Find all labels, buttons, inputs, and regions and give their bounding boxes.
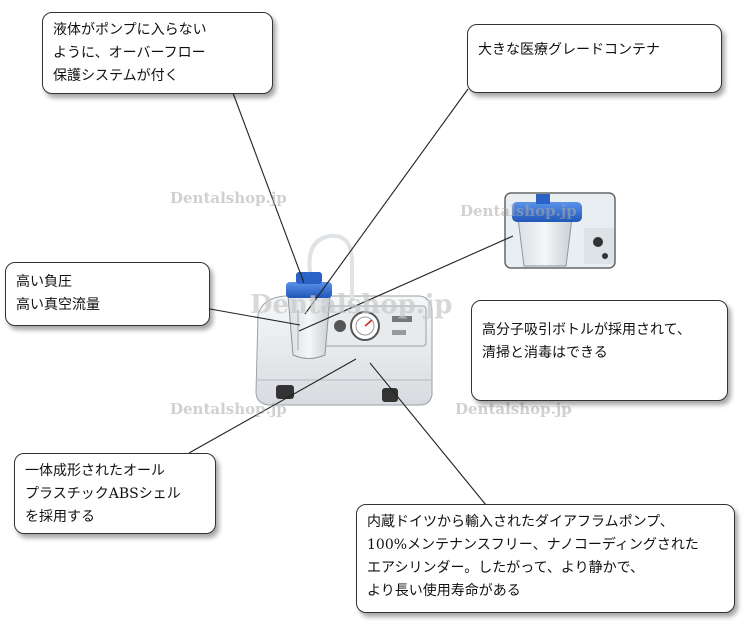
callout-text: 大きな医療グレードコンテナ <box>478 42 660 58</box>
callout-medical-container: 大きな医療グレードコンテナ <box>467 24 722 93</box>
leader-container <box>304 88 469 315</box>
watermark: Dentalshop.jp <box>250 290 453 320</box>
callout-text: 清掃と消毒はできる <box>482 345 608 361</box>
collection-jar <box>286 233 354 359</box>
watermark: Dentalshop.jp <box>170 189 287 207</box>
callout-abs-shell: 一体成形されたオール プラスチックABSシェル を採用する <box>14 453 216 534</box>
watermark: Dentalshop.jp <box>460 202 577 220</box>
callout-text: エアシリンダー。したがって、より静かで、 <box>367 560 645 576</box>
callout-text: 保護システムが付く <box>53 68 179 84</box>
leader-shell <box>188 358 357 454</box>
leader-bottle <box>298 235 514 332</box>
callout-high-vacuum: 高い負圧 高い真空流量 <box>5 262 210 326</box>
callout-text: を採用する <box>25 509 95 525</box>
callout-text: より長い使用寿命がある <box>367 583 521 599</box>
leader-overflow <box>232 92 305 284</box>
callout-diaphragm-pump: 内蔵ドイツから輸入されたダイアフラムポンプ、 100%メンテナンスフリー、ナノコ… <box>356 504 735 613</box>
callout-text: 内蔵ドイツから輸入されたダイアフラムポンプ、 <box>367 514 674 530</box>
callout-text: ように、オーバーフロー <box>53 45 206 61</box>
callout-polymer-bottle: 高分子吸引ボトルが採用されて、 清掃と消毒はできる <box>471 300 728 401</box>
callout-text: 高い負圧 <box>16 274 72 290</box>
callout-text: プラスチックABSシェル <box>25 486 181 502</box>
watermark: Dentalshop.jp <box>455 400 572 418</box>
leader-vacuum <box>209 308 301 326</box>
callout-overflow-protection: 液体がポンプに入らない ように、オーバーフロー 保護システムが付く <box>42 12 273 94</box>
leader-pump <box>369 362 487 506</box>
callout-text: 高い真空流量 <box>16 297 100 313</box>
callout-text: 高分子吸引ボトルが採用されて、 <box>482 322 691 338</box>
watermark: Dentalshop.jp <box>170 400 287 418</box>
callout-text: 一体成形されたオール <box>25 463 165 479</box>
inset-jar-photo <box>504 192 616 269</box>
callout-text: 100%メンテナンスフリー、ナノコーディングされた <box>367 537 699 553</box>
callout-text: 液体がポンプに入らない <box>53 22 207 38</box>
